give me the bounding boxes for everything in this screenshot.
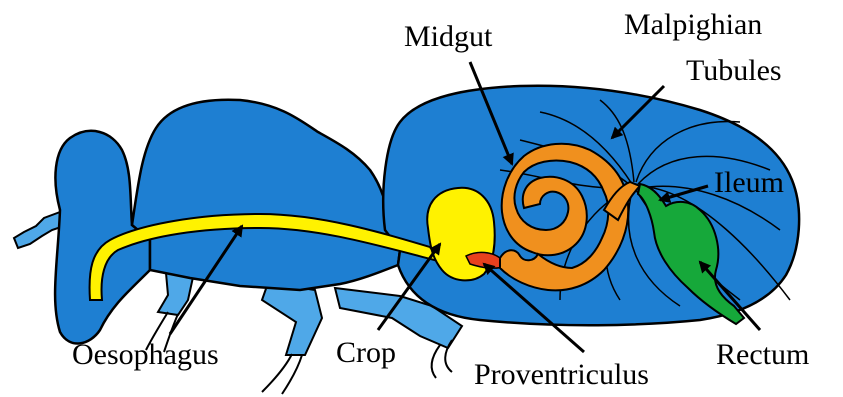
middle-leg <box>262 283 322 355</box>
label-crop: Crop <box>336 336 396 369</box>
label-malpighian-line1: Malpighian <box>624 8 762 41</box>
label-rectum: Rectum <box>716 338 809 371</box>
label-midgut: Midgut <box>404 20 493 53</box>
label-ileum: Ileum <box>714 166 784 199</box>
thorax <box>132 100 400 290</box>
label-proventriculus: Proventriculus <box>474 358 649 391</box>
label-malpighian-line2: Tubules <box>686 54 782 87</box>
antenna <box>14 212 64 248</box>
label-oesophagus: Oesophagus <box>72 338 219 371</box>
